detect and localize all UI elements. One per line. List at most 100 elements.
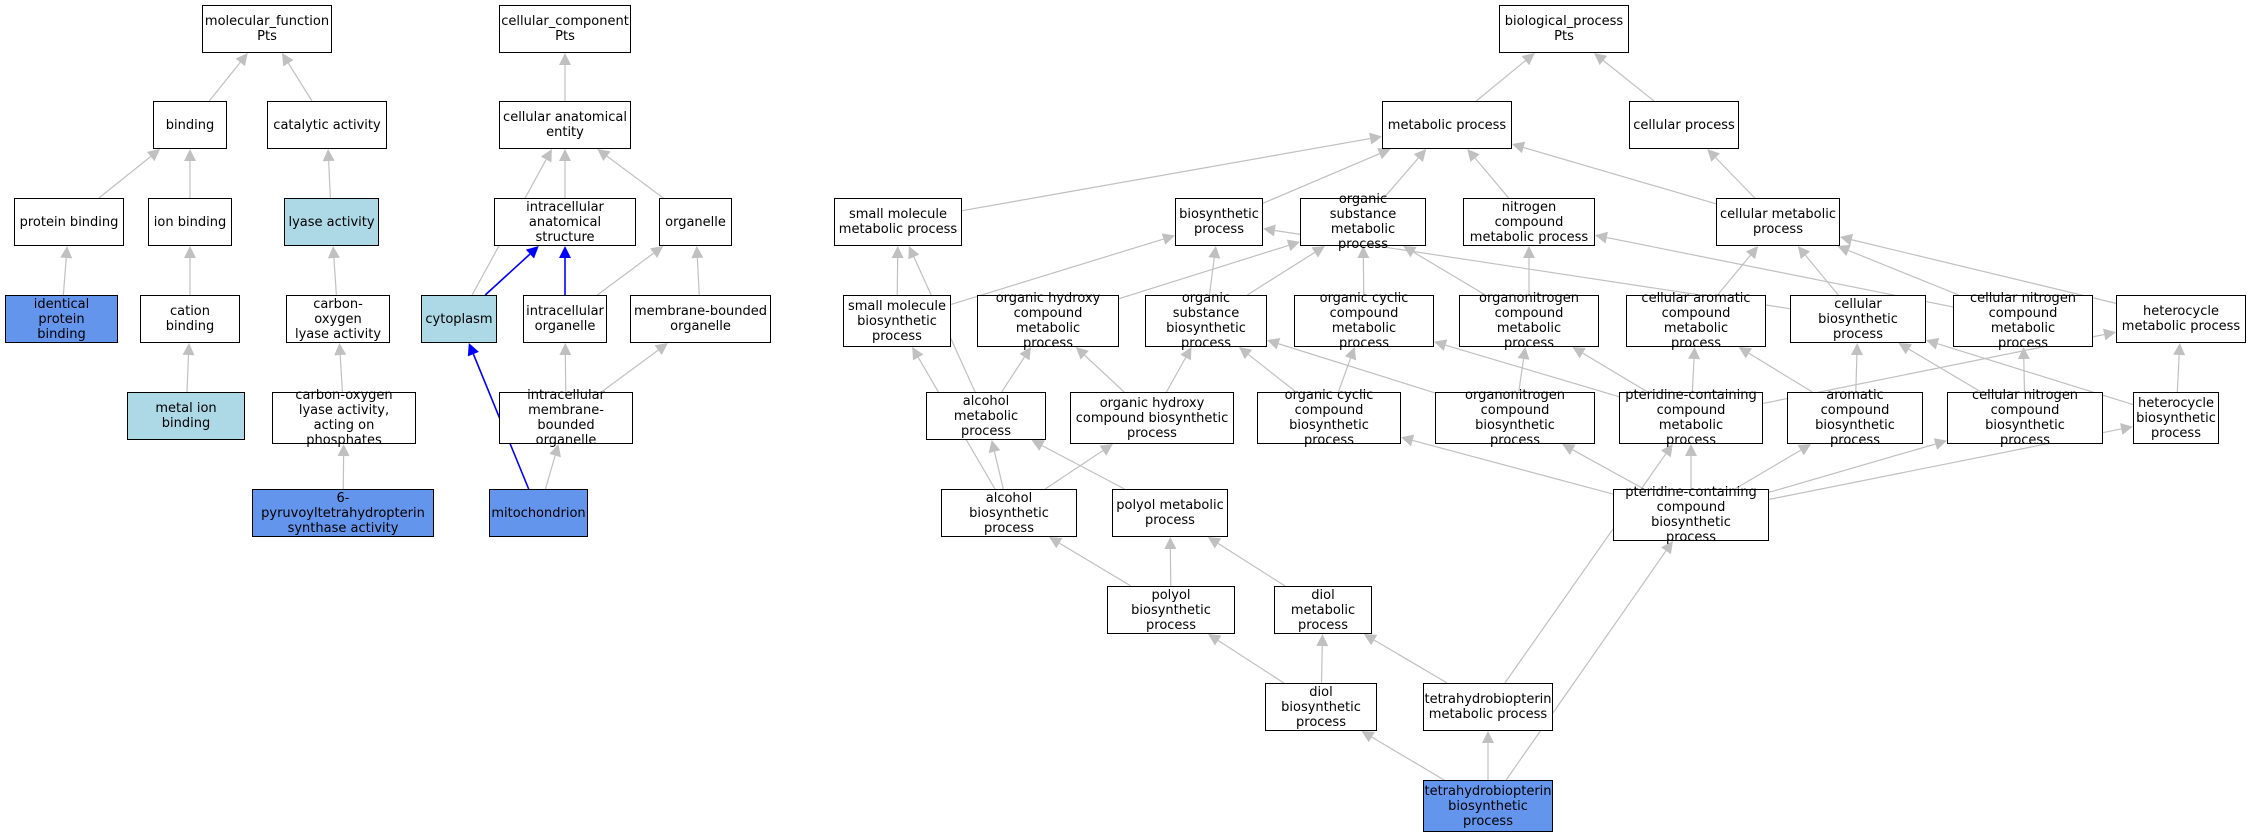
arrowhead-icon [2017, 347, 2030, 360]
edge-cncbp-to-cbp [1898, 343, 1982, 393]
edge-acbp-to-cacmp [1738, 347, 1813, 393]
edge-line [1855, 354, 1858, 393]
arrowhead-icon [1933, 438, 1947, 450]
term-node-metproc: metabolic process [1382, 101, 1512, 149]
arrowhead-icon [1512, 141, 1526, 154]
arrowhead-icon [549, 444, 561, 458]
term-node-cncmp: cellular nitrogen compound metabolic pro… [1953, 291, 2093, 351]
arrowhead-icon [1572, 347, 1586, 359]
term-node-idprot: identical protein binding [5, 295, 118, 343]
edge-cncmp-to-cmp [1837, 244, 1959, 296]
term-node-hmp: heterocycle metabolic process [2116, 295, 2246, 343]
arrowhead-icon [1361, 731, 1375, 743]
term-node-protbind: protein binding [14, 198, 124, 246]
arrowhead-icon [322, 149, 335, 162]
edge-ionbind-to-binding [184, 149, 196, 198]
edge-biosyn-to-metproc [1262, 148, 1391, 204]
term-node-ohcmp: organic hydroxy compound metabolic proce… [977, 291, 1119, 351]
arrowhead-icon [1267, 338, 1281, 350]
term-node-icorg: intracellular organelle [523, 295, 607, 343]
term-node-hbp: heterocycle biosynthetic process [2133, 392, 2219, 444]
arrowhead-icon [1482, 731, 1494, 743]
edge-line [2176, 354, 2180, 393]
arrowhead-icon [988, 440, 1001, 454]
edge-line [1041, 445, 1125, 490]
edge-ptcbp-to-acbp [1734, 444, 1812, 490]
term-node-mf: molecular_function Pts [202, 5, 332, 53]
term-node-thbbp: tetrahydrobiopterin biosynthetic process [1423, 780, 1553, 832]
edge-catalytic-to-mf [282, 53, 313, 102]
arrowhead-icon [891, 246, 904, 259]
arrowhead-icon [1099, 444, 1113, 456]
edge-cmp-to-metproc [1512, 141, 1717, 205]
edge-line [328, 160, 331, 199]
arrowhead-icon [912, 347, 924, 361]
arrowhead-icon [1363, 634, 1378, 646]
edge-ptcbp-to-onbp [1562, 444, 1645, 490]
arrowhead-icon [1850, 343, 1863, 356]
edge-thbbp-to-thbmp [1482, 731, 1494, 780]
arrowhead-icon [1898, 343, 1912, 355]
edge-ptcmp-to-onmp [1572, 347, 1648, 393]
edge-cbp-to-cmp [1797, 246, 1839, 296]
term-node-mib: metal ion binding [127, 392, 245, 440]
edge-line [1118, 244, 1289, 300]
edge-ncmp-to-metproc [1467, 149, 1510, 199]
arrowhead-icon [650, 246, 664, 258]
term-node-binding: binding [153, 101, 227, 149]
edge-line [1044, 450, 1104, 490]
arrowhead-icon [1311, 246, 1325, 258]
edge-icorg-to-ias [559, 246, 571, 295]
arrowhead-icon [1660, 444, 1673, 458]
edge-albp-to-almp [988, 440, 1004, 490]
arrowhead-icon [1523, 246, 1535, 258]
term-node-ionbind: ion binding [148, 198, 232, 246]
edge-ptcbp-to-occbp [1401, 434, 1614, 495]
arrowhead-icon [1595, 231, 1608, 244]
edge-ptcbp-to-cncbp [1768, 438, 1947, 493]
term-node-cc: cellular_component Pts [499, 5, 631, 53]
arrowhead-icon [1738, 347, 1752, 359]
edge-lyase-to-catalytic [322, 149, 335, 199]
edge-line [1582, 352, 1648, 393]
edge-almp-to-ohcmp [1001, 347, 1032, 393]
arrowhead-icon [1344, 347, 1357, 361]
term-node-bp: biological_process Pts [1499, 5, 1629, 53]
edge-cncbp-to-cncmp [2017, 347, 2030, 393]
edge-osmp-to-metproc [1383, 149, 1427, 199]
edge-line [1217, 640, 1285, 684]
term-node-catalytic: catalytic activity [267, 101, 387, 149]
arrowhead-icon [60, 246, 73, 259]
term-node-ias: intracellular anatomical structure [494, 198, 636, 246]
edge-protbind-to-binding [98, 149, 161, 199]
arrowhead-icon [1263, 224, 1276, 237]
edge-line [98, 156, 152, 199]
arrowhead-icon [182, 343, 195, 356]
edge-osbp-to-osmp [1246, 246, 1325, 296]
term-node-catbind: cation binding [140, 295, 240, 343]
arrowhead-icon [1164, 537, 1177, 550]
edge-line [1208, 257, 1215, 296]
edge-line [1851, 239, 2117, 304]
edge-line [1248, 353, 1297, 393]
edge-ptps-to-colyase2 [337, 444, 350, 490]
arrowhead-icon [654, 343, 668, 355]
edge-line [1715, 157, 1756, 199]
edge-diolmp-to-polmp [1207, 537, 1286, 587]
arrowhead-icon [2103, 328, 2116, 341]
edge-line [1475, 60, 1526, 102]
term-node-onbp: organonitrogen compound biosynthetic pro… [1435, 388, 1595, 448]
term-node-colyase: carbon-oxygen lyase activity [286, 295, 390, 343]
term-node-acbp: aromatic compound biosynthetic process [1787, 388, 1923, 448]
term-node-ohcbp: organic hydroxy compound biosynthetic pr… [1070, 392, 1234, 444]
arrowhead-icon [1707, 149, 1720, 162]
arrowhead-icon [1661, 541, 1673, 555]
term-node-ptcbp: pteridine-containing compound biosynthet… [1613, 485, 1769, 545]
edge-line [600, 349, 659, 393]
edge-smbp-to-biosyn [950, 233, 1175, 305]
arrowhead-icon [1594, 53, 1608, 66]
arrowhead-icon [1517, 347, 1530, 360]
term-node-thbmp: tetrahydrobiopterin metabolic process [1423, 683, 1553, 731]
